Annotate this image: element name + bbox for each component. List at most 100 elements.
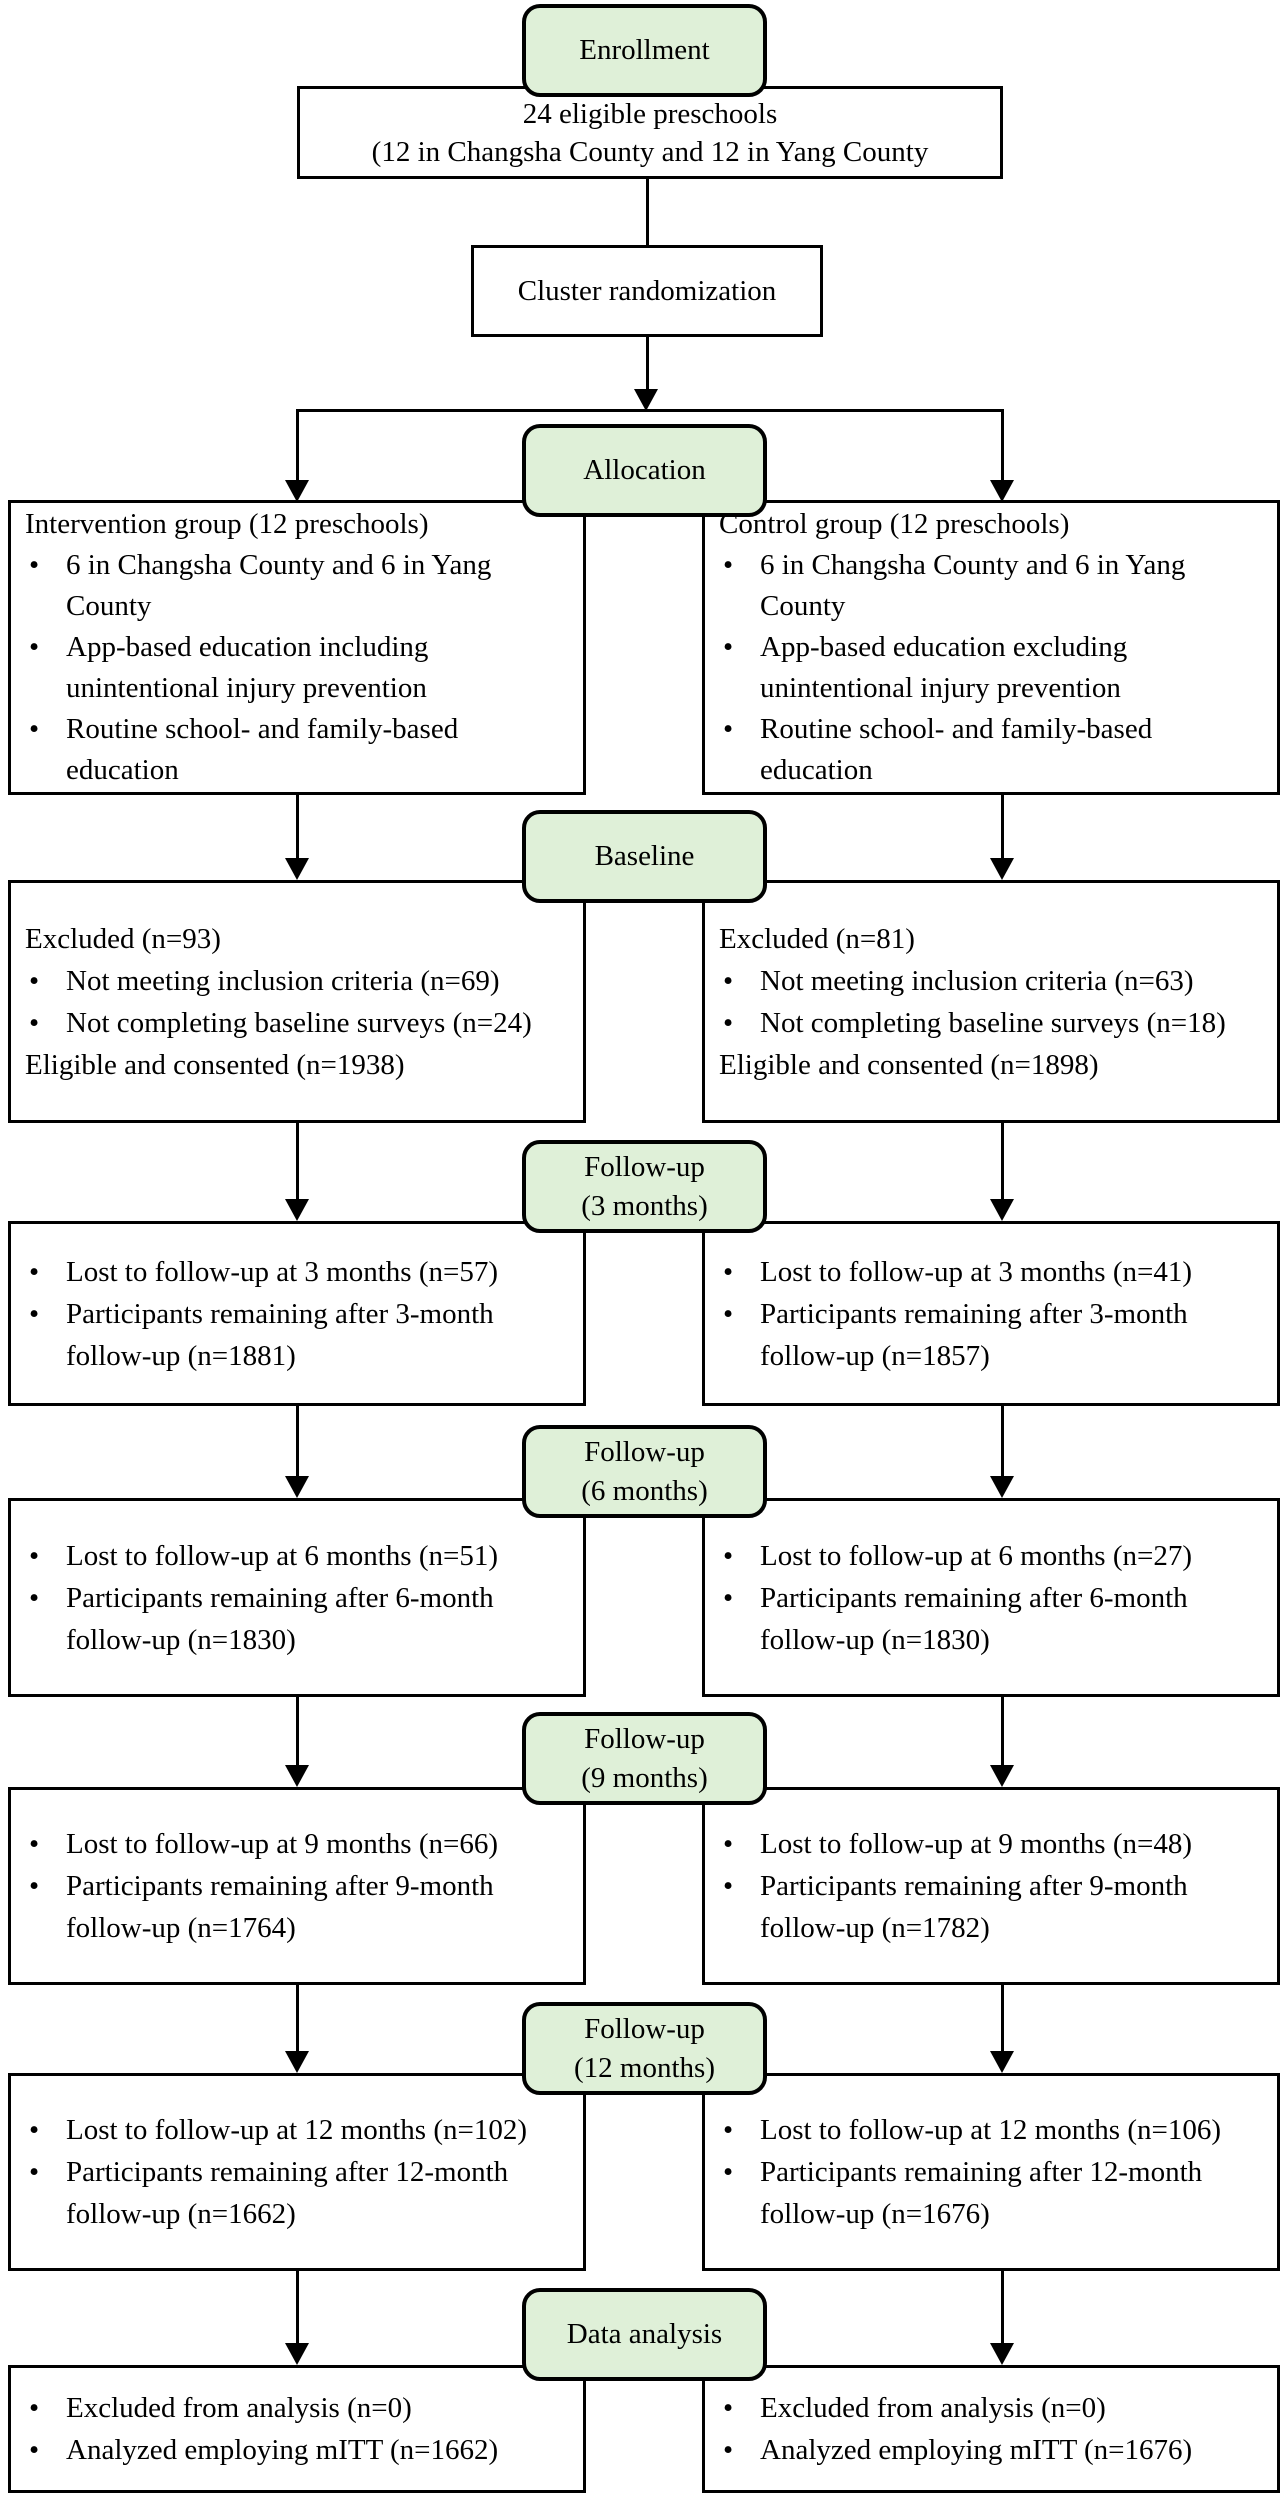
bullet-line: •Participants remaining after 12-month xyxy=(25,2151,575,2193)
connector-line-right xyxy=(1001,1123,1004,1199)
arrowhead-down-icon xyxy=(285,858,309,880)
arrowhead-down-icon xyxy=(285,2343,309,2365)
bullet-line: •Participants remaining after 6-month xyxy=(719,1577,1269,1619)
arrowhead-down-icon xyxy=(990,1199,1014,1221)
bullet-icon: • xyxy=(29,964,40,997)
bullet-text: Analyzed employing mITT (n=1676) xyxy=(760,2434,1193,2466)
arrowhead-down-icon xyxy=(990,2343,1014,2365)
bullet-text: Participants remaining after 12-month xyxy=(66,2156,509,2188)
label-line: Baseline xyxy=(594,840,695,872)
stage-label-enrollment: Enrollment xyxy=(522,4,767,97)
bullet-text: Lost to follow-up at 12 months (n=106) xyxy=(760,2114,1221,2146)
stage-label-allocation: Allocation xyxy=(522,424,767,517)
connector-line xyxy=(646,179,649,245)
connector-line-right xyxy=(1001,2271,1004,2343)
arrowhead-down-icon xyxy=(285,1476,309,1498)
bullet-icon: • xyxy=(723,2392,734,2424)
bullet-icon: • xyxy=(723,1006,734,1039)
bullet-line: •Lost to follow-up at 12 months (n=106) xyxy=(719,2109,1269,2151)
wrapped-line: follow-up (n=1830) xyxy=(66,1623,296,1656)
connector-line-right xyxy=(1001,1985,1004,2051)
bullet-icon: • xyxy=(723,1297,734,1330)
label-line: Follow-up xyxy=(584,2012,705,2045)
bullet-line: • 6 in Changsha County and 6 in Yang xyxy=(25,545,575,586)
bullet-line: •Analyzed employing mITT (n=1662) xyxy=(25,2429,575,2471)
bullet-line: • Participants remaining after 6-month xyxy=(25,1577,575,1619)
bullet-line: •App-based education including xyxy=(25,627,575,668)
bullet-line: • Excluded from analysis (n=0) xyxy=(25,2387,575,2429)
connector-line-left xyxy=(296,1697,299,1765)
wrapped-line: County xyxy=(66,590,152,622)
wrapped-line: unintentional injury prevention xyxy=(66,672,427,704)
wrapped-line: follow-up (n=1662) xyxy=(66,2198,296,2230)
bullet-text: 6 in Changsha County and 6 in Yang xyxy=(760,549,1186,581)
wrapped-line: education xyxy=(66,754,179,786)
bullet-icon: • xyxy=(723,1539,734,1572)
bullet-text: Participants remaining after 3-month xyxy=(760,1297,1188,1330)
bullet-line: •Lost to follow-up at 9 months (n=48) xyxy=(719,1823,1269,1865)
bullet-line: • Lost to follow-up at 6 months (n=51) xyxy=(25,1535,575,1577)
baseline-right-box: Excluded (n=81) •Not meeting inclusion cr… xyxy=(702,880,1280,1123)
bullet-text: Lost to follow-up at 12 months (n=102) xyxy=(66,2114,527,2146)
label-line: (9 months) xyxy=(581,1761,708,1794)
bullet-text: Participants remaining after 6-month xyxy=(760,1581,1188,1614)
bullet-text: Excluded from analysis (n=0) xyxy=(66,2392,412,2424)
arrowhead-down-icon xyxy=(990,1476,1014,1498)
bullet-text: Routine school- and family-based xyxy=(760,713,1153,745)
bullet-line: • Routine school- and family-based xyxy=(25,709,575,750)
label-line: Cluster randomization xyxy=(517,275,777,307)
bullet-line: •Not completing baseline surveys (n=24) xyxy=(25,1002,575,1044)
bullet-icon: • xyxy=(29,2392,40,2424)
followup-9-months-right-box: •Lost to follow-up at 9 months (n=48)•Pa… xyxy=(702,1787,1280,1985)
text-line: Eligible and consented (n=1898) xyxy=(719,1048,1099,1081)
bullet-line: •Analyzed employing mITT (n=1676) xyxy=(719,2429,1269,2471)
followup-12-months-left-box: •Lost to follow-up at 12 months (n=102)•… xyxy=(8,2073,586,2271)
wrapped-line: County xyxy=(760,590,846,622)
bullet-text: Not completing baseline surveys (n=18) xyxy=(760,1006,1226,1039)
bullet-text: Lost to follow-up at 6 months (n=27) xyxy=(760,1539,1192,1572)
bullet-text: Excluded from analysis (n=0) xyxy=(760,2392,1106,2424)
arrowhead-down-icon xyxy=(634,389,658,411)
bullet-line: •Lost to follow-up at 3 months (n=57) xyxy=(25,1251,575,1293)
text-line: Excluded (n=81) xyxy=(719,922,915,955)
bullet-text: Lost to follow-up at 9 months (n=48) xyxy=(760,1828,1192,1860)
bullet-text: 6 in Changsha County and 6 in Yang xyxy=(66,549,492,581)
bullet-line: •Participants remaining after 3-month xyxy=(25,1293,575,1335)
text-line: Eligible and consented (n=1938) xyxy=(25,1048,405,1081)
arrowhead-down-icon xyxy=(990,858,1014,880)
stage-label-followup-3-months: Follow-up(3 months) xyxy=(522,1140,767,1233)
bullet-icon: • xyxy=(29,1539,40,1572)
bullet-text: App-based education including xyxy=(66,631,429,663)
bullet-text: Participants remaining after 6-month xyxy=(66,1581,494,1614)
connector-line-right xyxy=(1001,1697,1004,1765)
bullet-line: •Participants remaining after 9-month xyxy=(719,1865,1269,1907)
stage-label-followup-9-months: Follow-up (9 months) xyxy=(522,1712,767,1805)
bullet-icon: • xyxy=(29,713,40,745)
connector-line-right xyxy=(1001,1406,1004,1476)
bullet-text: Lost to follow-up at 6 months (n=51) xyxy=(66,1539,498,1572)
bullet-line: •App-based education excluding xyxy=(719,627,1269,668)
bullet-line: •Not meeting inclusion criteria (n=63) xyxy=(719,960,1269,1002)
bullet-line: •Lost to follow-up at 9 months (n=66) xyxy=(25,1823,575,1865)
bullet-icon: • xyxy=(723,713,734,745)
label-line: Follow-up xyxy=(584,1722,705,1755)
bullet-text: Routine school- and family-based xyxy=(66,713,459,745)
arrowhead-down-icon xyxy=(990,480,1014,502)
stage-label-data-analysis: Data analysis xyxy=(522,2288,767,2381)
text-line: Excluded (n=93) xyxy=(25,922,221,955)
followup-9-months-left-box: •Lost to follow-up at 9 months (n=66)•Pa… xyxy=(8,1787,586,1985)
bullet-line: •Participants remaining after 12-month xyxy=(719,2151,1269,2193)
bullet-line: •Lost to follow-up at 3 months (n=41) xyxy=(719,1251,1269,1293)
bullet-icon: • xyxy=(29,1581,40,1614)
bullet-text: Not completing baseline surveys (n=24) xyxy=(66,1006,532,1039)
wrapped-line: follow-up (n=1881) xyxy=(66,1339,296,1372)
bullet-line: • Routine school- and family-based xyxy=(719,709,1269,750)
baseline-left-box: Excluded (n=93)•Not meeting inclusion cr… xyxy=(8,880,586,1123)
bullet-icon: • xyxy=(723,1255,734,1288)
followup-3-months-right-box: •Lost to follow-up at 3 months (n=41)•Pa… xyxy=(702,1221,1280,1406)
followup-6-months-right-box: • Lost to follow-up at 6 months (n=27) •Pa… xyxy=(702,1498,1280,1697)
data-analysis-left-box: • Excluded from analysis (n=0) •Analyzed e… xyxy=(8,2365,586,2493)
bullet-text: App-based education excluding xyxy=(760,631,1128,663)
bullet-icon: • xyxy=(29,549,40,581)
